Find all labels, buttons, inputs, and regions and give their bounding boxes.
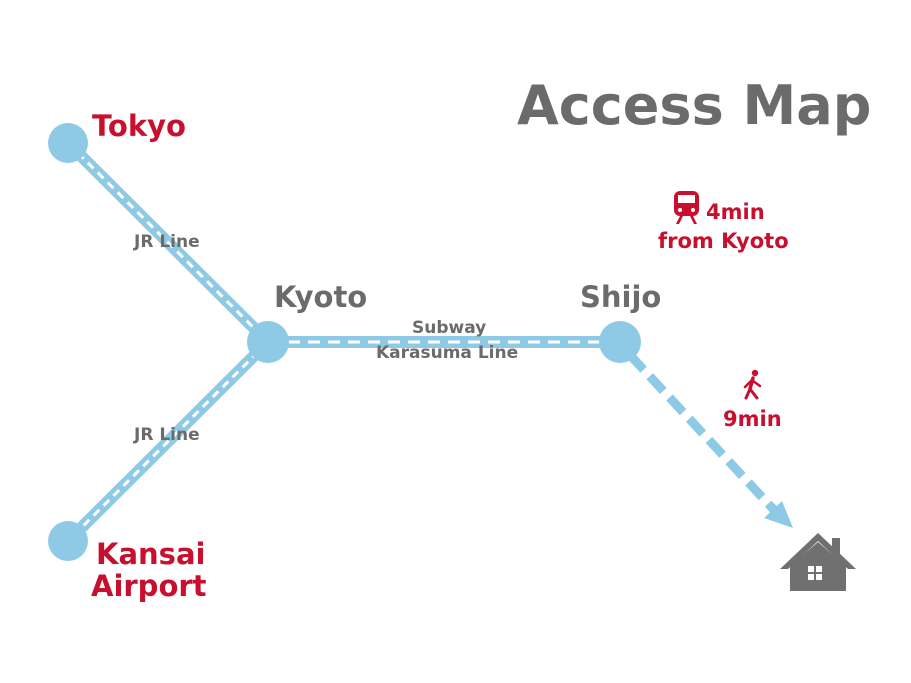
shijo-station-label: Shijo <box>580 280 662 314</box>
train-from-label: from Kyoto <box>658 229 789 253</box>
kansai-label-line2: Airport <box>91 569 207 603</box>
walk-time-label: 9min <box>723 407 782 431</box>
tokyo-node <box>48 123 88 163</box>
train-icon <box>674 191 699 224</box>
kyoto-node <box>247 321 289 363</box>
walking-person-icon <box>743 369 762 400</box>
jr-line-upper-label: JR Line <box>134 232 200 252</box>
house-icon <box>780 533 856 591</box>
jr-line-lower-label: JR Line <box>134 425 200 445</box>
kansai-airport-node <box>48 521 88 561</box>
jr-line-lower <box>63 337 273 546</box>
subway-label-line1: Subway <box>412 318 487 338</box>
kyoto-station-label: Kyoto <box>274 280 368 314</box>
tokyo-label: Tokyo <box>92 109 186 143</box>
map-title: Access Map <box>517 74 872 137</box>
kansai-label-line1: Kansai <box>96 537 206 571</box>
walking-route-arrow <box>626 351 793 528</box>
train-time-label: 4min <box>706 200 765 224</box>
shijo-node <box>599 321 641 363</box>
subway-label-line2: Karasuma Line <box>376 343 519 363</box>
jr-line-upper <box>63 138 273 347</box>
